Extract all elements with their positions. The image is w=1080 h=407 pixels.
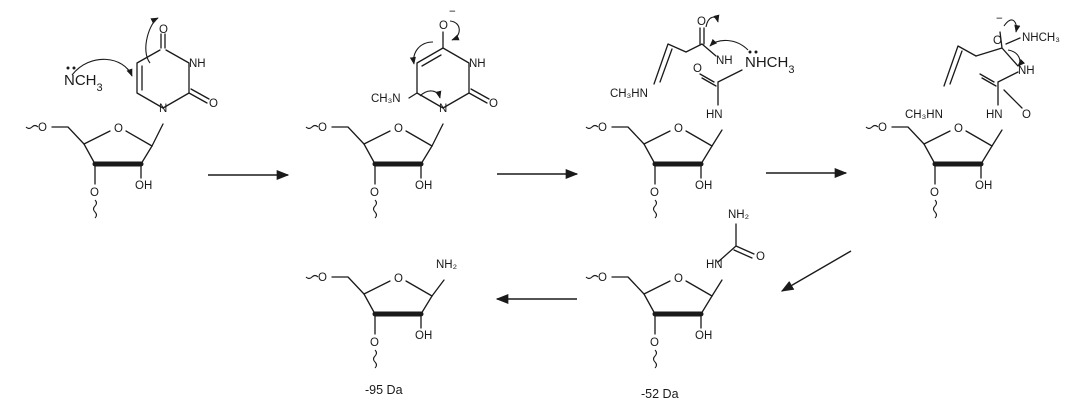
- svg-text:NH₂: NH₂: [728, 209, 749, 221]
- svg-text:NH₂: NH₂: [436, 259, 457, 271]
- compound-6-aminosugar: NH₂ -95 Da: [306, 259, 457, 397]
- curved-arrow: [1007, 49, 1026, 67]
- compound-2-adduct: N NH O O − CH₃N: [306, 6, 498, 218]
- nucleophile-label: NCH3: [64, 72, 103, 94]
- lone-pair-dot: [748, 50, 752, 54]
- lone-pair-dot: [754, 50, 758, 54]
- curved-arrow: [449, 20, 460, 41]
- lone-pair-dot: [72, 66, 76, 70]
- svg-text:−: −: [996, 13, 1003, 25]
- curved-arrow: [409, 41, 434, 65]
- svg-text:NHCH₃: NHCH₃: [1022, 32, 1060, 44]
- svg-text:HN: HN: [706, 109, 723, 121]
- svg-text:CH₃HN: CH₃HN: [905, 109, 943, 121]
- compound-3-ring-opened: HN O NH O CH₃HN NHCH3: [586, 14, 794, 218]
- curved-arrow: [1003, 19, 1021, 33]
- loss-label-intermediate: -52 Da: [641, 387, 679, 401]
- svg-text:O: O: [489, 98, 498, 110]
- svg-text:O: O: [1022, 109, 1031, 121]
- compound-4-adduct: HN O NH O − NHCH₃ CH₃HN: [866, 13, 1060, 218]
- svg-text:CH₃N: CH₃N: [371, 93, 401, 105]
- svg-text:NH: NH: [189, 58, 206, 70]
- second-nucleophile-label: NHCH3: [745, 54, 794, 76]
- svg-text:O: O: [693, 63, 702, 75]
- curved-arrow: [71, 58, 133, 77]
- svg-text:O: O: [209, 98, 218, 110]
- svg-text:NH: NH: [1018, 65, 1035, 77]
- svg-text:O: O: [159, 24, 168, 36]
- svg-text:CH₃HN: CH₃HN: [610, 88, 648, 100]
- curved-arrow: [705, 14, 720, 28]
- compound-1-uridine: N NH O O NCH3: [26, 17, 218, 218]
- reaction-arrow-4: [780, 250, 852, 292]
- curved-arrow: [709, 38, 749, 51]
- svg-text:NH: NH: [716, 55, 733, 67]
- curved-arrow: [145, 17, 159, 64]
- svg-text:O: O: [756, 251, 765, 263]
- svg-text:−: −: [449, 6, 456, 18]
- svg-text:NH: NH: [469, 58, 486, 70]
- curved-arrow: [419, 90, 442, 99]
- lone-pair-dot: [66, 66, 70, 70]
- loss-label-product: -95 Da: [365, 383, 403, 397]
- compound-5-urea: HN O NH₂ -52 Da: [586, 209, 765, 401]
- svg-text:N: N: [159, 103, 167, 115]
- svg-text:N: N: [439, 103, 447, 115]
- svg-text:O: O: [697, 16, 706, 28]
- svg-text:O: O: [439, 20, 448, 32]
- svg-text:O: O: [993, 35, 1002, 47]
- svg-text:HN: HN: [986, 109, 1003, 121]
